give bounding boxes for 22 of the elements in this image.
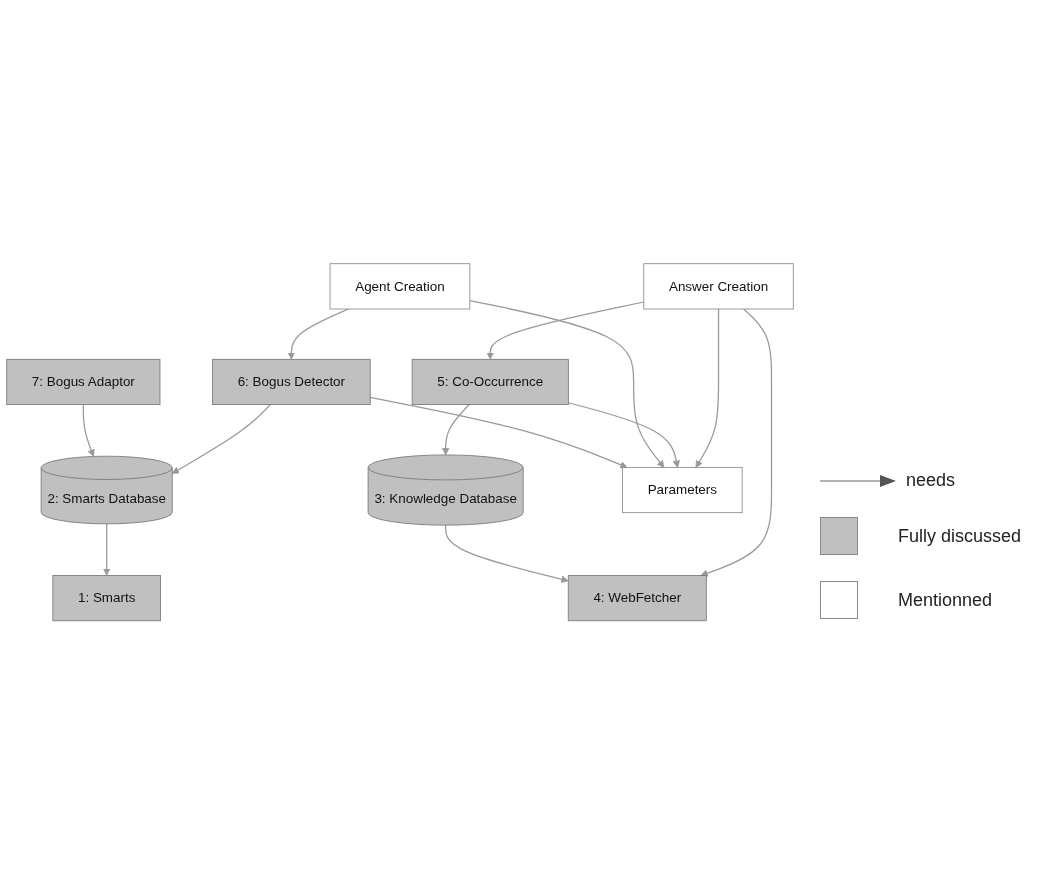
arrow	[82, 404, 95, 458]
node-box: 5: Co-Occurrence	[411, 359, 569, 406]
arrow	[700, 308, 773, 577]
legend-label: needs	[906, 470, 956, 491]
arrow	[445, 524, 569, 584]
arrow	[103, 523, 111, 577]
node-box: 7: Bogus Adaptor	[6, 359, 161, 406]
legend-label: Mentionned	[898, 589, 993, 611]
arrow	[171, 404, 271, 475]
arrow	[695, 308, 720, 468]
node-box: 4: WebFetcher	[567, 575, 707, 622]
node-box: 6: Bogus Detector	[212, 359, 371, 406]
node-box: 1: Smarts	[52, 575, 161, 622]
arrow	[469, 300, 665, 468]
node-box: Agent Creation	[329, 263, 471, 310]
arrow	[567, 402, 680, 468]
arrow	[369, 397, 628, 469]
node-box: Parameters	[622, 467, 743, 514]
arrow	[486, 301, 645, 360]
arrow	[441, 404, 470, 456]
node-box: Answer Creation	[643, 263, 794, 310]
legend-label: Fully discussed	[898, 525, 1022, 547]
